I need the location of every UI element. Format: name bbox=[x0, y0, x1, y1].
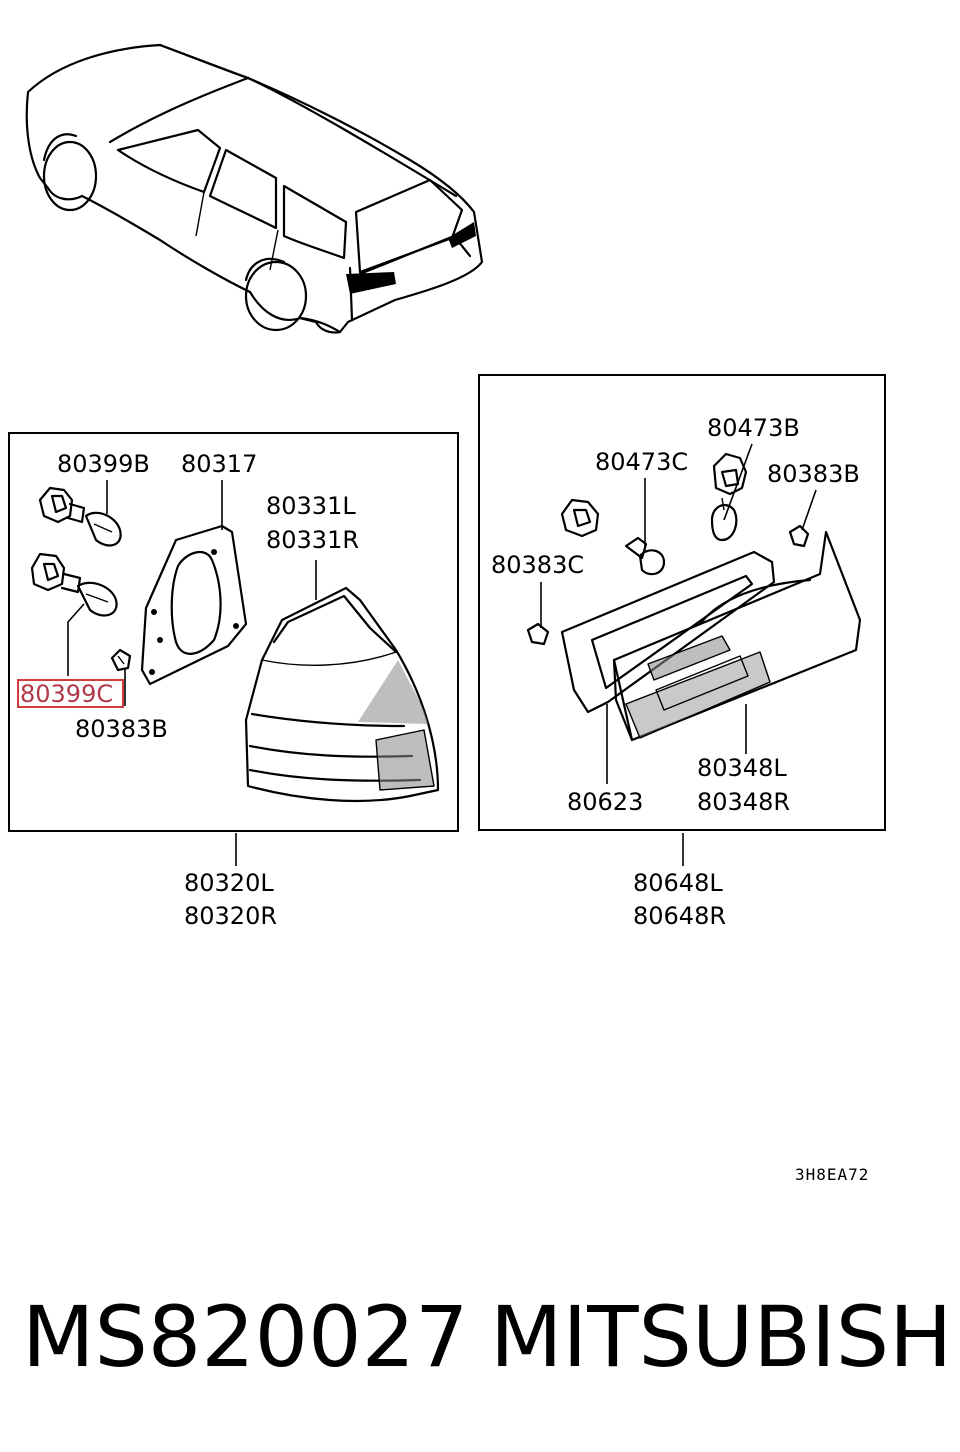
screw-80383c-drawing bbox=[526, 622, 550, 646]
tail-lamp-80331-drawing bbox=[244, 586, 440, 803]
label-80320l[interactable]: 80320L bbox=[184, 869, 274, 897]
diagram-code: 3H8EA72 bbox=[795, 1165, 869, 1184]
label-80623[interactable]: 80623 bbox=[567, 788, 643, 816]
label-80317[interactable]: 80317 bbox=[181, 450, 257, 478]
bulb-socket-80399b-drawing bbox=[38, 486, 122, 547]
label-80348l[interactable]: 80348L bbox=[697, 754, 787, 782]
label-80383b-left[interactable]: 80383B bbox=[75, 715, 168, 743]
left-assembly-box bbox=[8, 432, 459, 832]
bulb-80473c-drawing bbox=[624, 536, 666, 576]
garnish-lamp-80348-drawing bbox=[612, 530, 862, 742]
bulb-socket-80399c-drawing bbox=[30, 552, 118, 617]
label-80331r[interactable]: 80331R bbox=[266, 526, 359, 554]
label-80648l[interactable]: 80648L bbox=[633, 869, 723, 897]
bulb-80473b-drawing bbox=[710, 452, 748, 542]
leader-lines bbox=[67, 443, 817, 866]
footer-part-number: MS820027 bbox=[22, 1288, 468, 1386]
gasket-80317-drawing bbox=[140, 524, 248, 686]
label-80331l[interactable]: 80331L bbox=[266, 492, 356, 520]
label-80399c[interactable]: 80399C bbox=[20, 680, 113, 708]
label-80320r[interactable]: 80320R bbox=[184, 902, 277, 930]
footer-brand: MITSUBISHI bbox=[490, 1288, 960, 1386]
label-80383c[interactable]: 80383C bbox=[491, 551, 584, 579]
screw-80383b-right-drawing bbox=[788, 524, 810, 548]
label-80473b[interactable]: 80473B bbox=[707, 414, 800, 442]
label-80399b[interactable]: 80399B bbox=[57, 450, 150, 478]
socket-right-box-drawing bbox=[560, 498, 600, 538]
screw-80383b-left-drawing bbox=[110, 648, 132, 672]
label-80648r[interactable]: 80648R bbox=[633, 902, 726, 930]
gasket-80623-drawing bbox=[560, 550, 776, 714]
label-80383b-right[interactable]: 80383B bbox=[767, 460, 860, 488]
label-80348r[interactable]: 80348R bbox=[697, 788, 790, 816]
highlight-box-80399c bbox=[17, 679, 124, 708]
car-illustration bbox=[25, 43, 484, 334]
right-assembly-box bbox=[478, 374, 886, 831]
label-80473c[interactable]: 80473C bbox=[595, 448, 688, 476]
